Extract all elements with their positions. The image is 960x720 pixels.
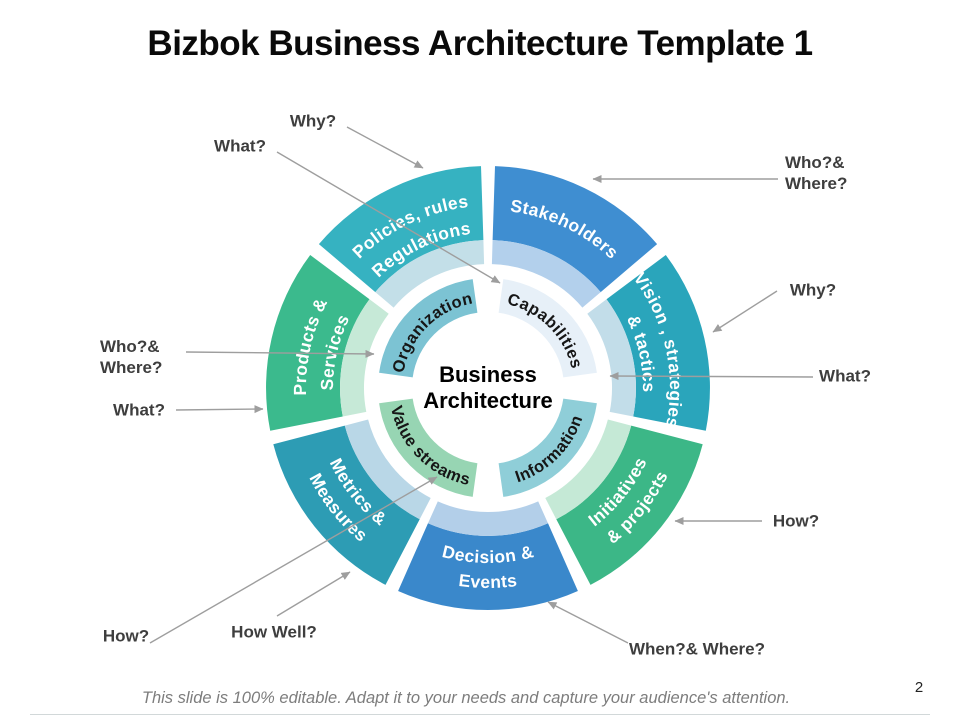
annotation-left-what: What? xyxy=(113,400,165,420)
center-label-line2: Architecture xyxy=(423,388,553,413)
segment-decision-events[interactable] xyxy=(398,523,578,611)
label-decision-line2: Events xyxy=(458,570,519,592)
annotation-top-why: Why? xyxy=(289,111,337,131)
arrow-top-why xyxy=(346,126,424,169)
annotation-tr-who-where: Who?& Where? xyxy=(785,153,848,193)
center-label-line1: Business xyxy=(439,362,537,387)
segment-stakeholders[interactable] xyxy=(492,166,658,293)
arrow-bl-how xyxy=(149,476,438,644)
annotation-when-where: When?& Where? xyxy=(629,639,765,659)
annotation-br-how: How? xyxy=(772,511,820,531)
segment-organization[interactable] xyxy=(379,279,478,378)
segment-decision-events-tint xyxy=(428,501,548,537)
annotation-left-who-where: Who?& Where? xyxy=(100,337,163,377)
segment-metrics-tint xyxy=(344,419,431,520)
arrow-how-well xyxy=(276,571,351,617)
segment-stakeholders-tint xyxy=(491,240,601,308)
segment-capabilities[interactable] xyxy=(498,279,597,378)
arrow-when-where xyxy=(547,601,629,644)
annotation-bl-how: How? xyxy=(102,626,150,646)
arrow-left-what xyxy=(175,405,264,414)
segment-products-tint xyxy=(340,299,389,417)
page-number: 2 xyxy=(914,679,924,696)
annotation-how-well: How Well? xyxy=(231,622,317,642)
annotation-right-why: Why? xyxy=(789,280,837,300)
arrow-right-why xyxy=(712,290,778,333)
arrow-right-what xyxy=(609,372,814,381)
segment-vision-strategies-tint xyxy=(587,299,636,417)
bottom-rule xyxy=(30,714,930,715)
annotation-right-what: What? xyxy=(819,366,871,386)
arrow-top-what xyxy=(276,151,501,284)
segment-products[interactable] xyxy=(266,255,370,431)
annotation-top-what: What? xyxy=(214,136,266,156)
segment-metrics[interactable] xyxy=(273,425,420,585)
slide-title: Bizbok Business Architecture Template 1 xyxy=(147,24,813,63)
footer-note: This slide is 100% editable. Adapt it to… xyxy=(141,689,791,707)
segment-initiatives-tint xyxy=(545,419,632,520)
arrow-left-who-where xyxy=(185,349,375,358)
segment-initiatives[interactable] xyxy=(556,425,703,585)
segment-vision-strategies[interactable] xyxy=(606,255,710,431)
segment-policies[interactable] xyxy=(318,166,484,293)
segment-information[interactable] xyxy=(498,398,597,497)
segment-value-streams[interactable] xyxy=(379,398,478,497)
